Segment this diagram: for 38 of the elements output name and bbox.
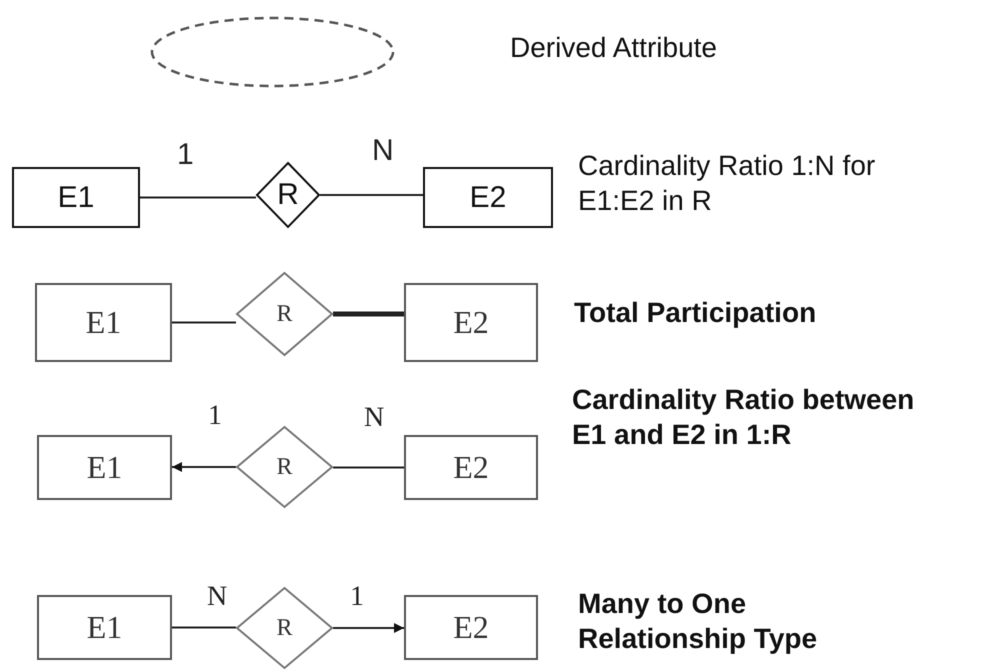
entity-box — [404, 283, 538, 362]
entity-box — [404, 595, 538, 660]
relationship-diamond — [256, 162, 320, 228]
entity-box — [37, 435, 172, 500]
relationship-name: R — [276, 614, 292, 642]
connector-line — [333, 466, 404, 468]
notation-description: Derived Attribute — [510, 31, 718, 65]
arrow — [172, 462, 236, 472]
double-connector — [333, 312, 404, 316]
relationship-diamond — [236, 272, 333, 356]
entity-box — [423, 167, 553, 228]
relationship-name: R — [276, 300, 292, 328]
entity-box — [12, 167, 140, 228]
connector-line — [140, 196, 256, 198]
connector-line — [320, 194, 423, 196]
entity-box — [404, 435, 538, 500]
entity-name: E1 — [58, 180, 94, 214]
entity-name: E2 — [453, 304, 489, 341]
connector-line — [172, 626, 236, 628]
entity-box — [35, 283, 172, 362]
notation-description: Cardinality Ratio between E1 and E2 in 1:R — [572, 383, 916, 452]
entity-name: E1 — [86, 304, 122, 341]
relationship-diamond — [236, 426, 333, 508]
entity-name: E2 — [453, 609, 489, 646]
entity-name: E2 — [470, 180, 506, 214]
connector-line — [172, 322, 236, 324]
relationship-name: R — [277, 178, 299, 212]
arrow — [333, 623, 404, 633]
notation-description: Total Participation — [574, 296, 818, 330]
relationship-diamond — [236, 587, 333, 669]
notation-description: Many to One Relationship Type — [578, 587, 818, 656]
entity-name: E1 — [86, 449, 122, 486]
entity-box — [37, 595, 172, 660]
entity-name: E2 — [453, 449, 489, 486]
notation-description: Cardinality Ratio 1:N for E1:E2 in R — [578, 149, 876, 218]
entity-name: E1 — [86, 609, 122, 646]
derived-attribute-ellipse — [150, 16, 395, 88]
relationship-name: R — [276, 454, 292, 480]
